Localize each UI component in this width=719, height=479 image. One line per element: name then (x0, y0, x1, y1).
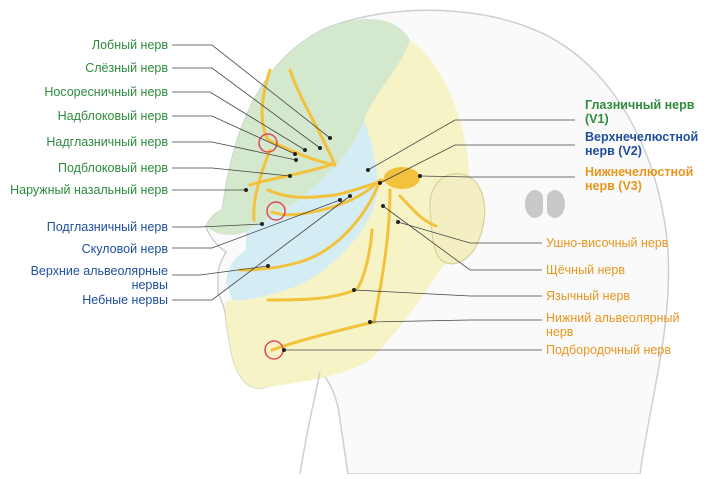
v2-zone (226, 120, 378, 301)
label-mental-nerve: Подбородочный нерв (546, 343, 671, 357)
label-supratrochlear-nerve: Надблоковый нерв (57, 109, 168, 123)
nerve-branches (238, 68, 438, 352)
label-superior-alveolar-nerves: Верхние альвеолярные нервы (30, 264, 168, 292)
label-frontal-nerve: Лобный нерв (91, 38, 168, 52)
label-infratrochlear-nerve: Подблоковый нерв (57, 161, 168, 175)
label-inferior-alveolar-nerve: Нижний альвеолярный нерв (546, 311, 680, 339)
label-ophthalmic-nerve-v1: Глазничный нерв (V1) (585, 98, 695, 126)
foramen-circle-icon (258, 133, 278, 153)
ear (429, 173, 486, 265)
label-supraorbital-nerve: Надглазничный нерв (46, 135, 168, 149)
label-nasociliary-nerve: Носоресничный нерв (44, 85, 168, 99)
label-infraorbital-nerve: Подглазничный нерв (46, 220, 168, 234)
v1-zone (206, 19, 410, 235)
leader-lines (172, 44, 575, 351)
label-lacrimal-nerve: Слёзный нерв (85, 61, 168, 75)
label-palatine-nerves: Небные нервы (82, 293, 168, 307)
label-maxillary-nerve-v2: Верхнечелюстной нерв (V2) (585, 130, 699, 158)
label-lingual-nerve: Язычный нерв (546, 289, 631, 303)
label-external-nasal-nerve: Наружный назальный нерв (10, 183, 168, 197)
trigeminal-ganglion (384, 167, 420, 189)
brain-logo-icon (525, 190, 565, 218)
label-zygomatic-nerve: Скуловой нерв (81, 242, 168, 256)
label-buccal-nerve: Щёчный нерв (546, 263, 625, 277)
label-mandibular-nerve-v3: Нижнечелюстной нерв (V3) (585, 165, 694, 193)
foramen-circle-icon (266, 201, 286, 221)
label-auriculotemporal-nerve: Ушно-височный нерв (546, 236, 669, 250)
